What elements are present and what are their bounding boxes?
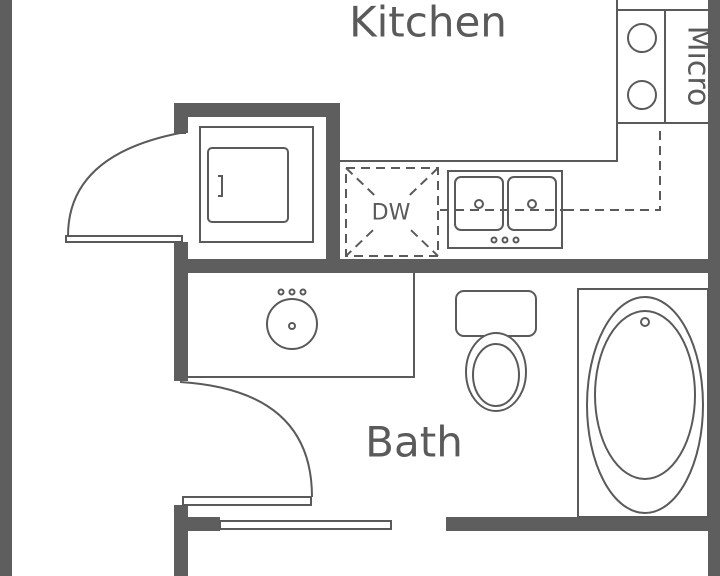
- closet-right-wall: [326, 103, 340, 271]
- faucet-knob-1: [490, 236, 498, 244]
- closet-left-wall-upper: [174, 103, 188, 133]
- kitchen-counters: [340, 0, 708, 162]
- sink-drain-right: [527, 199, 537, 209]
- toilet: [455, 290, 537, 412]
- closet-top-wall: [174, 103, 340, 117]
- vanity-knob-1: [277, 288, 285, 296]
- bathtub-basin-outer: [586, 296, 704, 514]
- bath-door-leaf: [182, 496, 312, 506]
- toilet-tank: [455, 290, 537, 337]
- bathtub-basin-inner: [594, 310, 696, 480]
- faucet-knob-3: [512, 236, 520, 244]
- shower-stall: [199, 126, 314, 243]
- sink-bowl-right: [507, 176, 557, 231]
- bath-door-arc: [179, 381, 313, 498]
- vanity: [188, 273, 415, 378]
- bathtub-outline: [577, 288, 709, 518]
- bath-label: Bath: [365, 418, 463, 467]
- closet-door-leaf: [65, 235, 183, 243]
- bath-left-wall-bottom: [174, 505, 188, 576]
- bath-door: [179, 381, 313, 506]
- faucet-knob-2: [501, 236, 509, 244]
- vanity-basin: [266, 298, 318, 350]
- counter-outline: [340, 122, 708, 162]
- stall-handle: [218, 175, 223, 197]
- vanity-knob-2: [288, 288, 296, 296]
- vanity-counter: [188, 273, 415, 378]
- toilet-bowl-inner: [472, 343, 520, 407]
- stove: [627, 23, 657, 110]
- microwave-label: Micro: [681, 26, 716, 107]
- burner-top: [627, 23, 657, 53]
- dishwasher-label-bg: [362, 198, 422, 228]
- closet-door: [65, 132, 186, 243]
- sink-drain-left: [474, 199, 484, 209]
- vanity-drain: [288, 322, 296, 330]
- vanity-knob-3: [299, 288, 307, 296]
- sliding-door: [219, 520, 392, 530]
- stall-outer: [199, 126, 314, 243]
- upper-cabinet-dashed: [565, 125, 661, 211]
- dishwasher-outline: [345, 167, 439, 257]
- bath-bottom-wall-left: [174, 517, 220, 531]
- bath-top-wall: [174, 259, 720, 273]
- stall-inner: [207, 147, 289, 223]
- sink-bowl-left: [454, 176, 504, 231]
- kitchen-label: Kitchen: [349, 0, 507, 47]
- bath-left-wall: [174, 259, 188, 381]
- dishwasher-label: DW: [372, 201, 411, 226]
- burner-bottom: [627, 80, 657, 110]
- dishwasher: DW: [345, 167, 439, 257]
- bathtub: [577, 288, 709, 518]
- bathtub-drain: [640, 317, 650, 327]
- closet-door-arc: [67, 132, 181, 237]
- sliding-door-leaf: [219, 520, 392, 530]
- right-exterior-wall: [708, 0, 720, 576]
- left-exterior-wall: [0, 0, 12, 576]
- bath-bottom-wall-right: [446, 517, 720, 531]
